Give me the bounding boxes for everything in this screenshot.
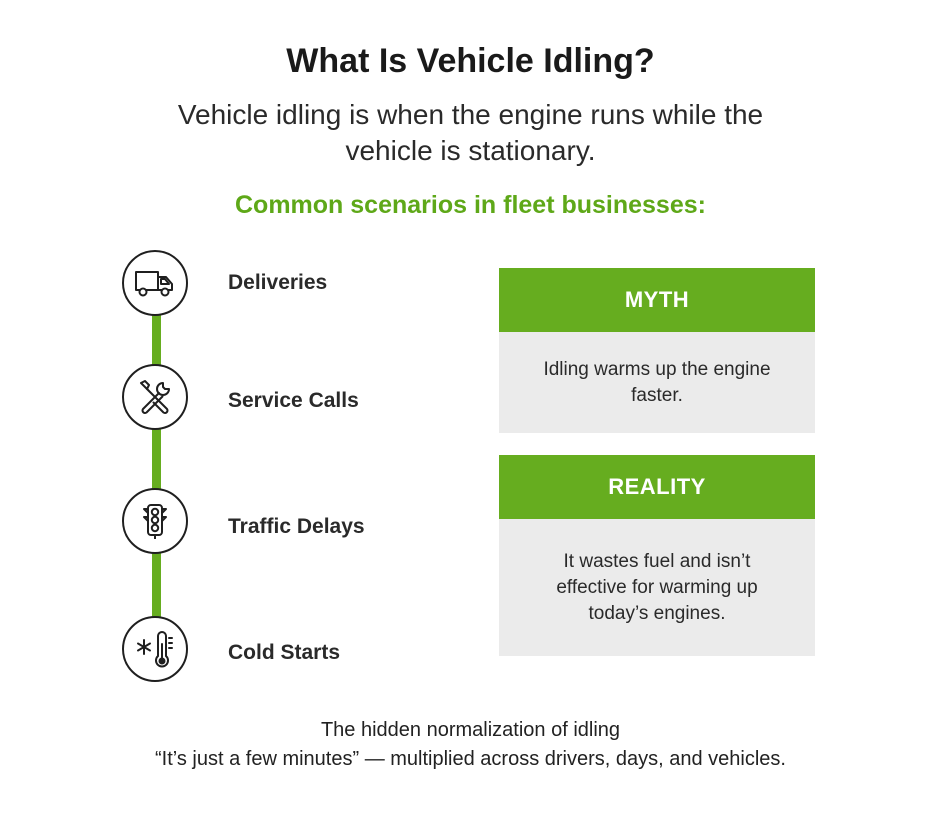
truck-icon <box>122 250 188 316</box>
scenario-label-cold-starts: Cold Starts <box>228 641 341 664</box>
scenario-label-deliveries: Deliveries <box>228 271 328 294</box>
page-subtitle: Vehicle idling is when the engine runs w… <box>177 99 764 166</box>
page-title: What Is Vehicle Idling? <box>286 42 655 80</box>
reality-heading: REALITY <box>499 455 815 519</box>
myth-text: Idling warms up the engine faster. <box>499 332 815 433</box>
scenario-label-traffic-delays: Traffic Delays <box>228 515 365 538</box>
scenario-label-service-calls: Service Calls <box>228 389 359 412</box>
scenarios-heading: Common scenarios in fleet businesses: <box>235 191 706 219</box>
footer-line-1: The hidden normalization of idling <box>320 719 621 741</box>
timeline-connector <box>152 300 161 640</box>
footer-line-2: “It’s just a few minutes” — multiplied a… <box>155 748 786 770</box>
snowflake-thermometer-icon <box>122 616 188 682</box>
myth-heading: MYTH <box>499 268 815 332</box>
wrench-screwdriver-icon <box>122 364 188 430</box>
reality-text: It wastes fuel and isn’t effective for w… <box>499 519 815 656</box>
traffic-light-icon <box>122 488 188 554</box>
